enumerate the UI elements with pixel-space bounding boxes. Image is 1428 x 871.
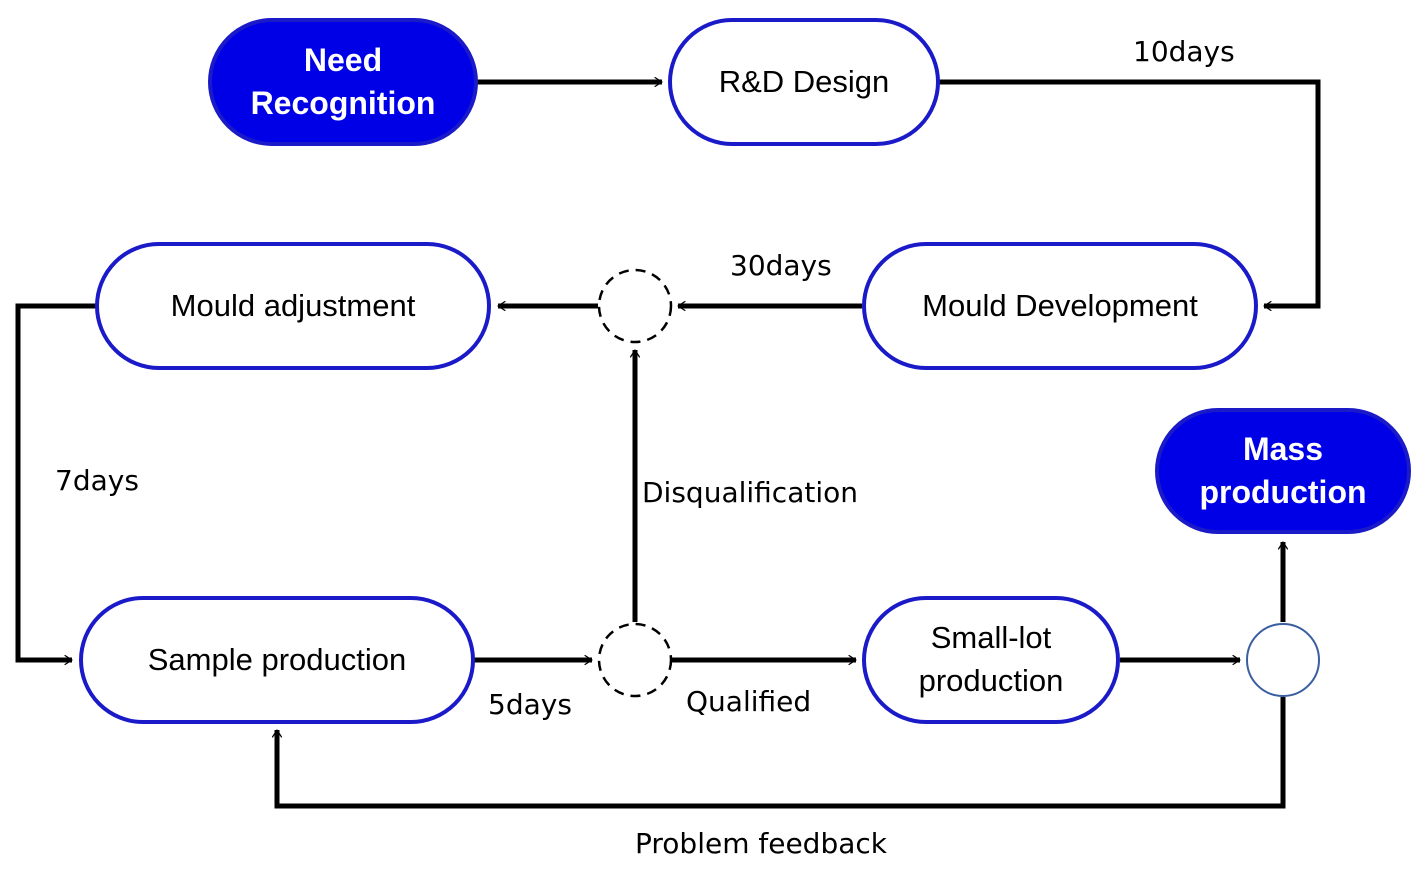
arrow-rd-to-mould-development <box>938 79 1321 306</box>
qualification-circle <box>597 622 673 698</box>
rd-design-label: R&D Design <box>718 63 890 99</box>
label-problem-feedback: Problem feedback <box>635 827 887 860</box>
mass-production-node: Mass production <box>1155 408 1411 534</box>
small-lot-label-line1: Small-lot <box>930 620 1052 656</box>
mould-development-node: Mould Development <box>862 242 1258 370</box>
label-5days: 5days <box>488 688 572 721</box>
mould-adjustment-node: Mould adjustment <box>95 242 491 370</box>
mould-development-label: Mould Development <box>922 287 1198 323</box>
need-recognition-label-line2: Recognition <box>250 85 436 121</box>
decision-circle-upper <box>597 268 673 344</box>
sample-production-label: Sample production <box>147 641 407 677</box>
need-recognition-label-line1: Need <box>303 41 383 78</box>
arrow-problem-feedback <box>277 697 1286 809</box>
label-7days: 7days <box>55 464 139 497</box>
small-lot-label-line2: production <box>918 663 1064 698</box>
mould-adjustment-label: Mould adjustment <box>170 287 416 323</box>
arrow-mould-adjustment-to-sample <box>15 303 97 660</box>
mass-production-label-line1: Mass <box>1242 430 1324 467</box>
junction-circle <box>1246 623 1320 697</box>
small-lot-production-node: Small-lot production <box>862 596 1120 724</box>
label-30days: 30days <box>730 249 832 282</box>
label-10days: 10days <box>1133 35 1235 68</box>
label-disqualification: Disqualification <box>642 476 858 509</box>
label-qualified: Qualified <box>686 685 812 718</box>
need-recognition-node: Need Recognition <box>208 18 478 146</box>
sample-production-node: Sample production <box>79 596 475 724</box>
mass-production-label-line2: production <box>1199 474 1367 510</box>
rd-design-node: R&D Design <box>668 18 940 146</box>
